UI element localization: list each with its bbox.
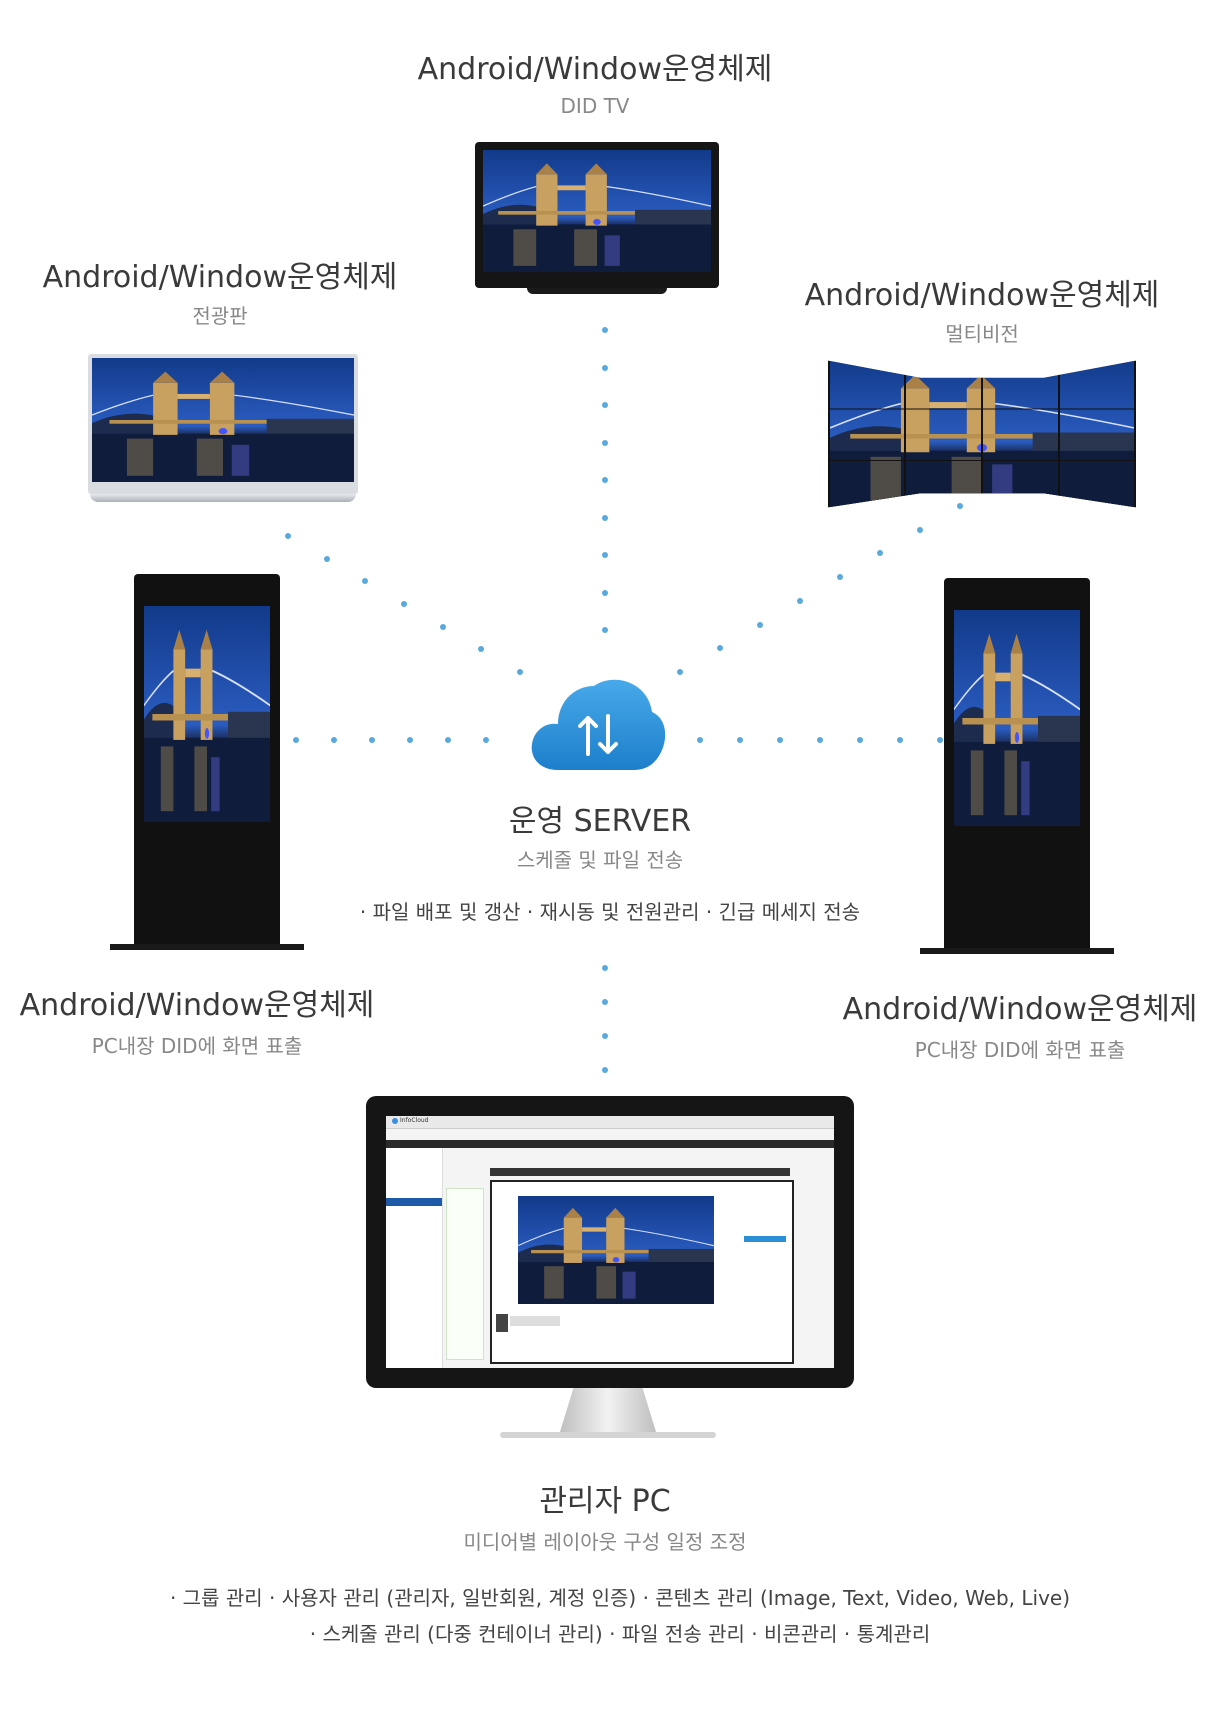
connector-dot (407, 737, 413, 743)
kiosk-left-subtitle: PC내장 DID에 화면 표출 (91, 1034, 303, 1058)
kiosk-right-title: Android/Window운영체제 (842, 992, 1198, 1027)
kiosk-left-device (134, 574, 280, 944)
connector-dot (602, 1067, 608, 1073)
connector-dot (797, 597, 803, 604)
connector-dot (602, 999, 608, 1005)
connector-dot (323, 555, 330, 562)
connector-dot (602, 439, 608, 446)
kiosk-left-base (110, 944, 304, 950)
admin-app-screen: InfoCloud (386, 1116, 834, 1368)
multivision-subtitle: 멀티비전 (945, 322, 1019, 346)
kiosk-right-subtitle: PC내장 DID에 화면 표출 (914, 1038, 1126, 1062)
connector-dot (917, 526, 923, 533)
cloud-sync-icon (528, 668, 668, 772)
connector-dot (439, 623, 446, 630)
admin-pc-subtitle: 미디어별 레이아웃 구성 일정 조정 (463, 1530, 747, 1554)
admin-features-line1: · 그룹 관리 · 사용자 관리 (관리자, 일반회원, 계정 인증) · 콘텐… (169, 1586, 1071, 1610)
connector-dot (602, 514, 608, 521)
connector-dot (401, 601, 407, 607)
connector-dot (897, 737, 903, 743)
connector-dot (602, 589, 608, 596)
connector-dot (837, 574, 843, 581)
app-sidebar (386, 1148, 443, 1368)
connector-dot (369, 737, 375, 743)
did-tv-subtitle: DID TV (560, 94, 630, 118)
signboard-title: Android/Window운영체제 (42, 260, 398, 295)
monitor-stand (560, 1388, 656, 1432)
connector-dot (957, 503, 963, 509)
app-apply-button[interactable] (744, 1236, 786, 1242)
kiosk-right-base (920, 948, 1114, 954)
app-name: InfoCloud (400, 1117, 429, 1124)
connector-dot (602, 477, 608, 483)
connector-dot (737, 737, 743, 743)
server-features: · 파일 배포 및 갱산 · 재시동 및 전원관리 · 긴급 메세지 전송 (359, 900, 861, 924)
app-logo-icon (392, 1118, 398, 1124)
connector-dot (877, 550, 883, 557)
connector-dot (483, 737, 489, 743)
connector-dot (602, 364, 608, 371)
connector-dot (602, 627, 608, 633)
connector-dot (677, 669, 683, 675)
signboard-subtitle: 전광판 (192, 304, 248, 328)
monitor-base (500, 1432, 716, 1438)
did-tv-stand (527, 288, 667, 294)
connector-dot (293, 737, 299, 743)
signboard-device (88, 354, 358, 494)
connector-dot (478, 646, 485, 653)
connector-dot (445, 737, 451, 743)
connector-dot (817, 737, 823, 743)
connector-dot (757, 621, 763, 628)
connector-dot (777, 737, 783, 743)
connector-dot (331, 737, 337, 743)
kiosk-left-title: Android/Window운영체제 (19, 988, 375, 1023)
connector-dot (602, 327, 608, 333)
did-tv-title: Android/Window운영체제 (417, 52, 773, 87)
connector-dot (717, 645, 723, 652)
connector-dot (937, 737, 943, 743)
admin-pc-title: 관리자 PC (539, 1484, 671, 1519)
signboard-stand (90, 494, 356, 502)
server-title: 운영 SERVER (508, 804, 692, 839)
multivision-title: Android/Window운영체제 (804, 278, 1160, 313)
connector-dot (857, 737, 863, 743)
app-preview-area (490, 1180, 794, 1364)
kiosk-right-device (944, 578, 1090, 948)
multivision-device (828, 360, 1136, 508)
connector-dot (602, 965, 608, 971)
admin-features-line2: · 스케줄 관리 (다중 컨테이너 관리) · 파일 전송 관리 · 비콘관리 … (309, 1622, 931, 1646)
connector-dot (602, 552, 608, 558)
connector-dot (602, 402, 608, 408)
connector-dot (362, 578, 369, 585)
connector-dot (285, 533, 291, 539)
connector-dot (697, 737, 703, 743)
did-tv-device (475, 142, 719, 288)
connector-dot (602, 1033, 608, 1039)
admin-monitor: InfoCloud (366, 1096, 854, 1388)
connector-dot (517, 669, 523, 675)
app-container-list (446, 1188, 484, 1360)
server-subtitle: 스케줄 및 파일 전송 (516, 848, 684, 872)
